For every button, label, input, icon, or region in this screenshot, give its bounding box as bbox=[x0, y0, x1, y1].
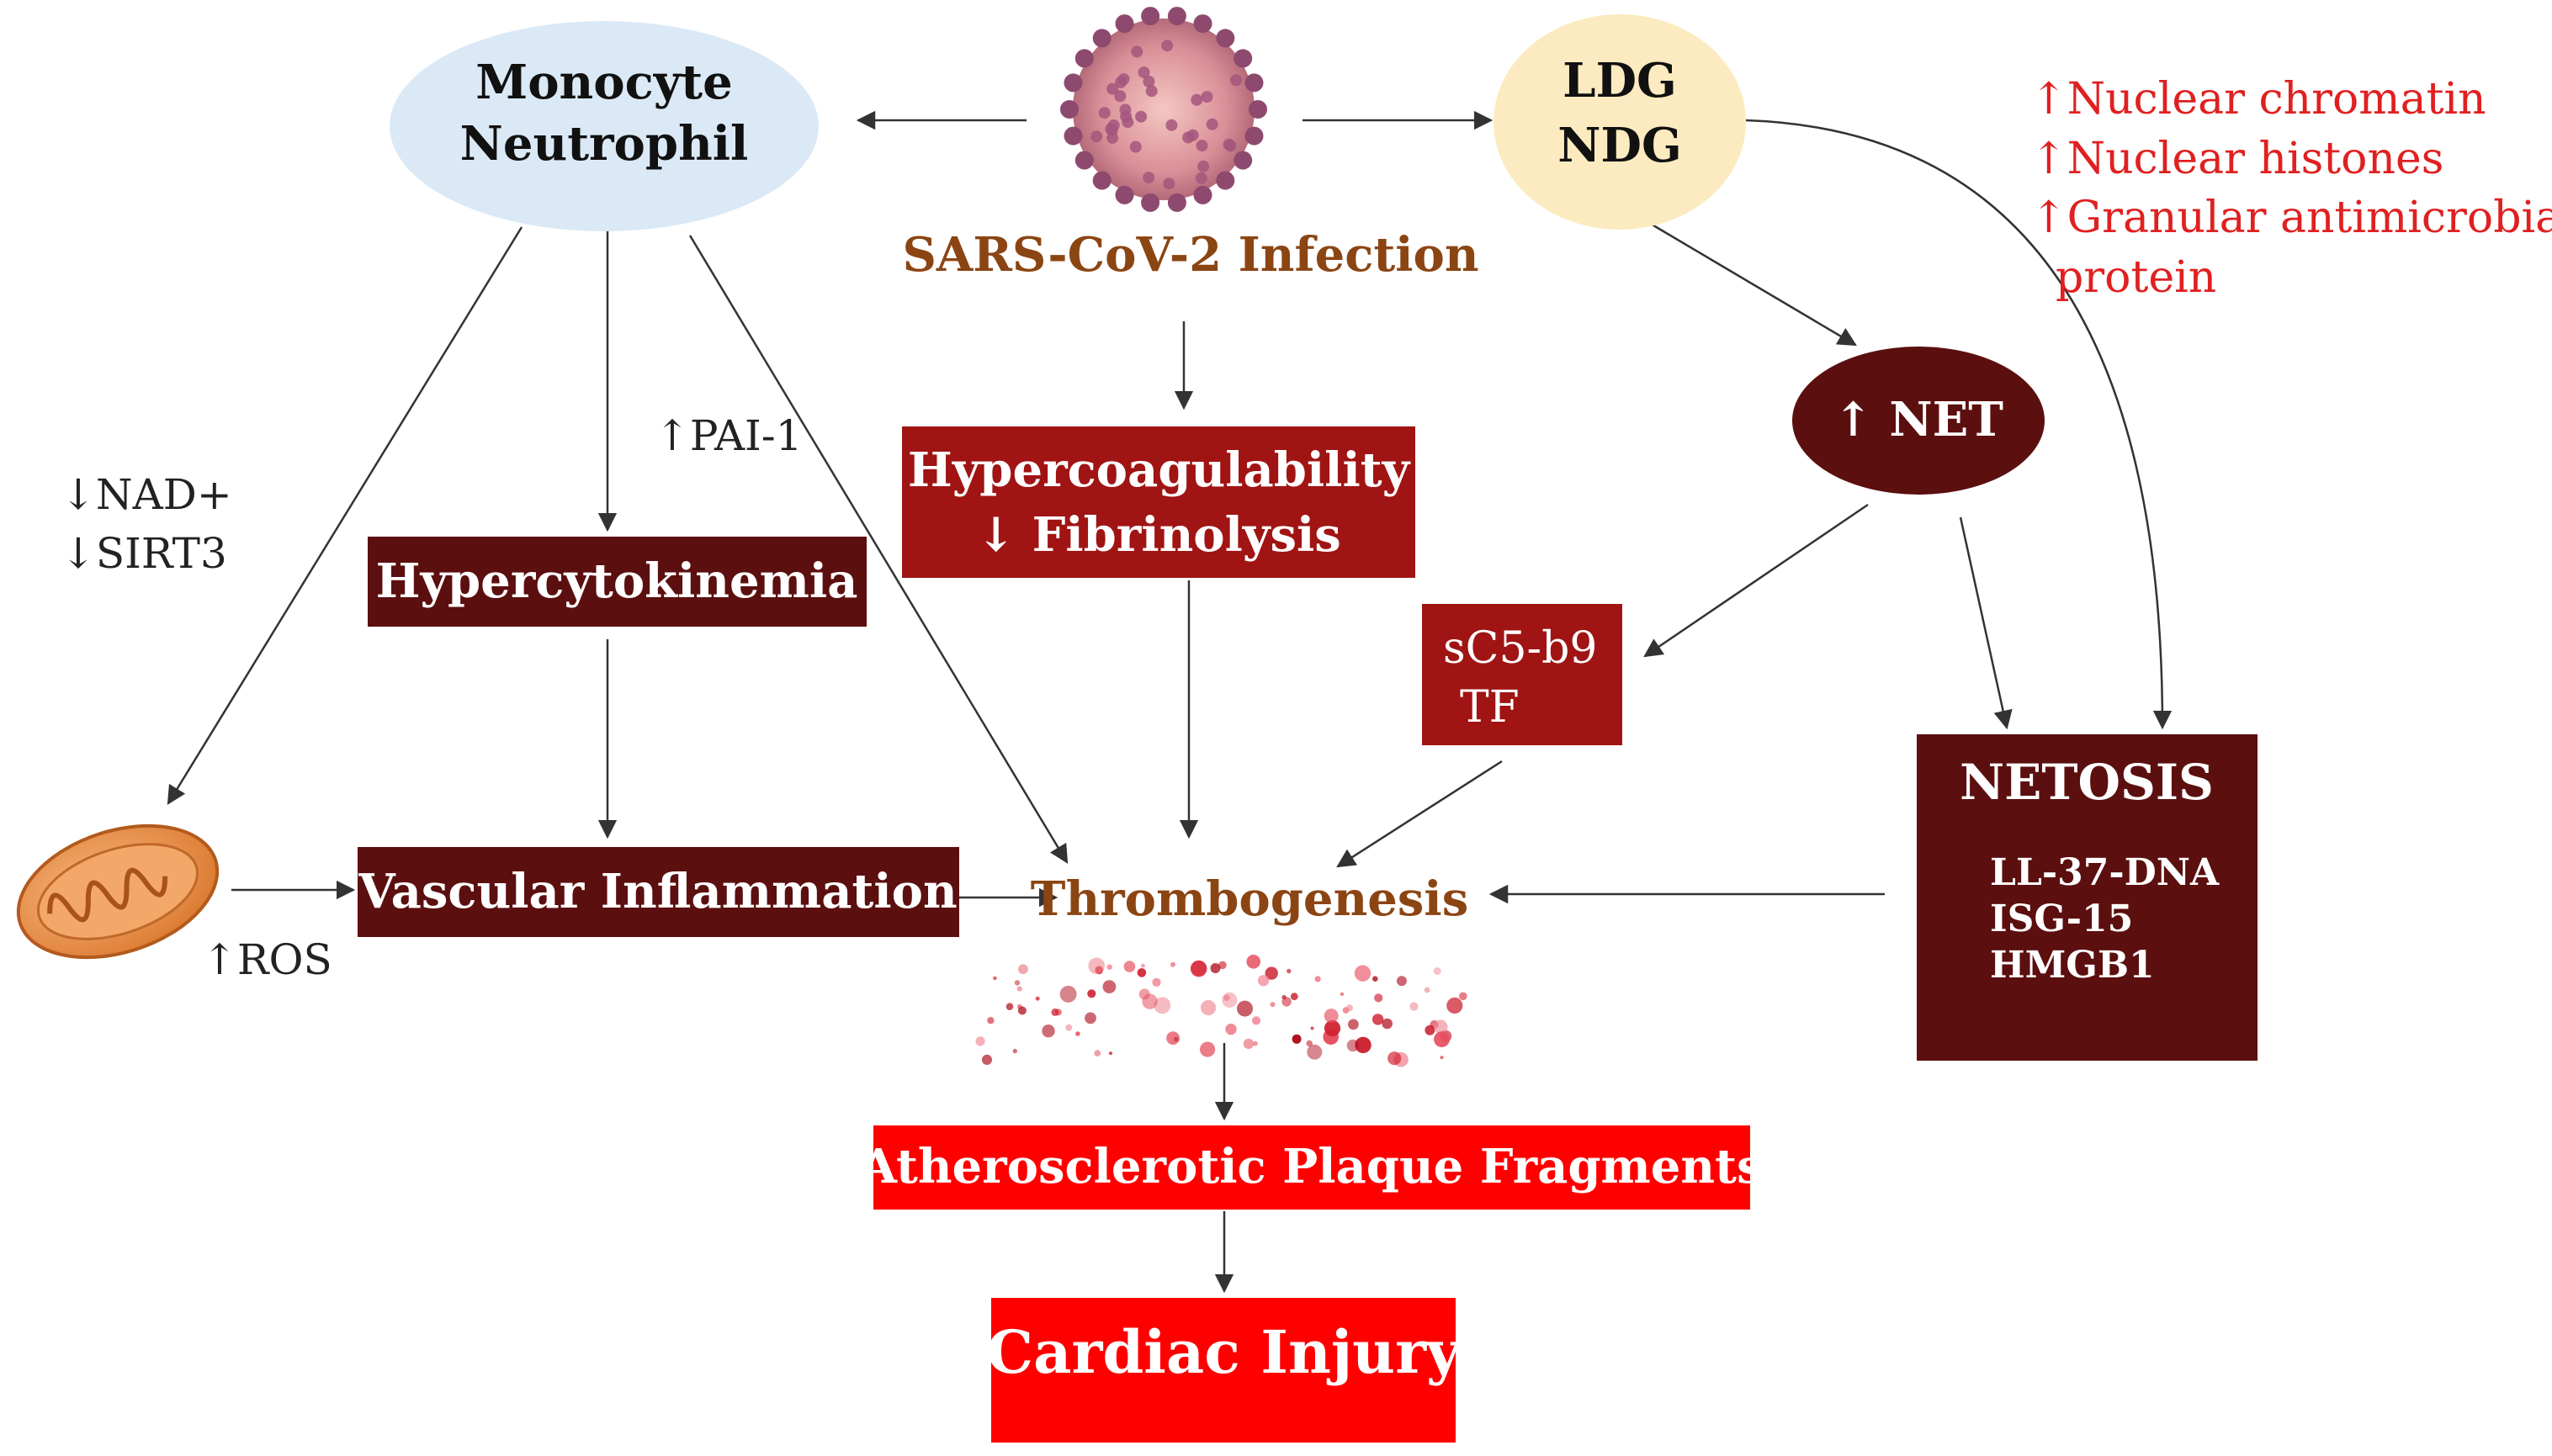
netosis-title: NETOSIS bbox=[1960, 754, 2214, 811]
net-node: ↑ NET bbox=[1792, 347, 2045, 495]
monocyte-neutrophil-node: Monocyte Neutrophil bbox=[390, 21, 819, 231]
arrows bbox=[167, 110, 2173, 1294]
netosis-item: HMGB1 bbox=[1990, 944, 2155, 987]
plaque-fragments-node: Atherosclerotic Plaque Fragments bbox=[859, 1125, 1764, 1210]
vascular-inflammation-label: Vascular Inflammation bbox=[358, 864, 957, 919]
mitochondrion-icon bbox=[16, 823, 220, 960]
sc5b9-tf-node: sC5-b9 TF bbox=[1422, 604, 1622, 745]
arrow-monocyte-to-thrombogenesis bbox=[688, 235, 1069, 864]
ndg-label: NDG bbox=[1557, 118, 1682, 173]
ldg-label: LDG bbox=[1563, 53, 1677, 109]
sars-cov-2-virus-icon bbox=[1060, 7, 1267, 212]
protein-text: protein bbox=[2056, 252, 2216, 303]
net-label: ↑ NET bbox=[1833, 392, 2003, 447]
cardiac-injury-label: Cardiac Injury bbox=[986, 1317, 1462, 1387]
sirt3-annotation: ↓SIRT3 bbox=[61, 529, 227, 578]
nuclear-histones-text: ↑Nuclear histones bbox=[2030, 134, 2443, 184]
blood-droplets-icon bbox=[975, 955, 1467, 1067]
arrow-monocyte-to-mitochondrion bbox=[167, 226, 523, 805]
netosis-item: ISG-15 bbox=[1990, 897, 2133, 940]
netosis-item: LL-37-DNA bbox=[1990, 851, 2220, 894]
monocyte-label: Monocyte bbox=[475, 55, 733, 110]
arrow-net-to-netosis bbox=[1959, 516, 2013, 730]
arrow-ldg-to-net bbox=[1648, 221, 1857, 347]
arrow-net-to-sc5b9 bbox=[1643, 503, 1869, 658]
thrombogenesis-label: Thrombogenesis bbox=[1031, 871, 1468, 927]
neutrophil-label: Neutrophil bbox=[460, 116, 749, 172]
granular-antimicrobial-text: ↑Granular antimicrobial bbox=[2030, 193, 2552, 243]
hypercytokinemia-node: Hypercytokinemia bbox=[368, 537, 867, 627]
arrow-ldg-to-netosis bbox=[1745, 119, 2173, 730]
pai1-annotation: ↑PAI-1 bbox=[655, 411, 803, 460]
hypercoagulability-node: Hypercoagulability ↓ Fibrinolysis bbox=[902, 426, 1415, 578]
nuclear-annotations: ↑Nuclear chromatin ↑Nuclear histones ↑Gr… bbox=[2030, 74, 2552, 303]
fibrinolysis-label: ↓ Fibrinolysis bbox=[976, 507, 1341, 563]
netosis-node: NETOSIS LL-37-DNA ISG-15 HMGB1 bbox=[1917, 734, 2258, 1061]
virus-label: SARS-CoV-2 Infection bbox=[902, 227, 1478, 283]
nuclear-chromatin-text: ↑Nuclear chromatin bbox=[2030, 74, 2486, 124]
ros-annotation: ↑ROS bbox=[202, 935, 332, 984]
plaque-fragments-label: Atherosclerotic Plaque Fragments bbox=[859, 1139, 1763, 1194]
ldg-ndg-node: LDG NDG bbox=[1494, 14, 1746, 230]
vascular-inflammation-node: Vascular Inflammation bbox=[358, 847, 959, 937]
sc5b9-label: sC5-b9 bbox=[1443, 623, 1598, 674]
hypercytokinemia-label: Hypercytokinemia bbox=[376, 553, 858, 609]
cardiac-injury-node: Cardiac Injury bbox=[986, 1298, 1462, 1443]
tf-label: TF bbox=[1460, 682, 1520, 733]
hypercoagulability-label: Hypercoagulability bbox=[908, 442, 1411, 498]
nad-annotation: ↓NAD+ bbox=[61, 470, 232, 519]
arrow-sc5b9-to-thrombogenesis bbox=[1336, 760, 1503, 868]
